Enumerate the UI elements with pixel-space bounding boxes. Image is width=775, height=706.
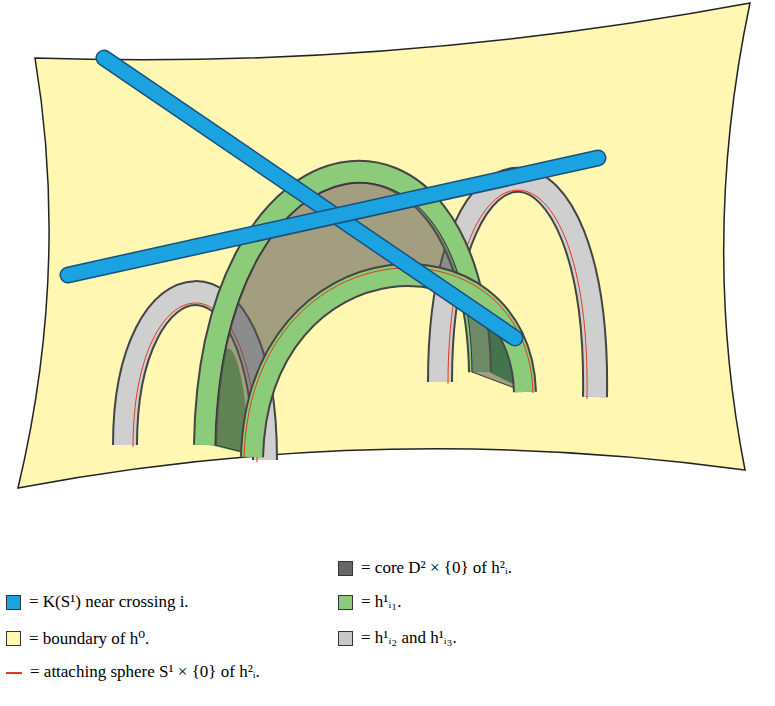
legend-text: = h¹ᵢ₁. bbox=[361, 592, 401, 612]
knot-strand bbox=[68, 158, 598, 275]
legend-line-sample bbox=[6, 665, 22, 680]
legend-row: = K(S¹) near crossing i. bbox=[6, 592, 189, 612]
legend-swatch bbox=[338, 631, 353, 646]
legend-swatch bbox=[338, 595, 353, 610]
legend-swatch bbox=[6, 595, 21, 610]
legend-swatch bbox=[6, 631, 21, 646]
legend-swatch bbox=[338, 561, 353, 576]
legend-text: = attaching sphere S¹ × {0} of h²ᵢ. bbox=[30, 662, 260, 682]
legend-text: = boundary of h⁰. bbox=[29, 628, 149, 649]
legend-row: = boundary of h⁰. bbox=[6, 628, 149, 649]
legend-row: = attaching sphere S¹ × {0} of h²ᵢ. bbox=[6, 662, 260, 682]
legend-text: = h¹ᵢ₂ and h¹ᵢ₃. bbox=[361, 628, 457, 648]
legend-row: = h¹ᵢ₂ and h¹ᵢ₃. bbox=[338, 628, 457, 648]
legend-text: = K(S¹) near crossing i. bbox=[29, 592, 189, 612]
legend-text: = core D² × {0} of h²ᵢ. bbox=[361, 558, 512, 578]
boundary-sheet bbox=[18, 3, 750, 488]
legend-row: = h¹ᵢ₁. bbox=[338, 592, 401, 612]
green-handle-front bbox=[244, 268, 533, 458]
legend-row: = core D² × {0} of h²ᵢ. bbox=[338, 558, 512, 578]
